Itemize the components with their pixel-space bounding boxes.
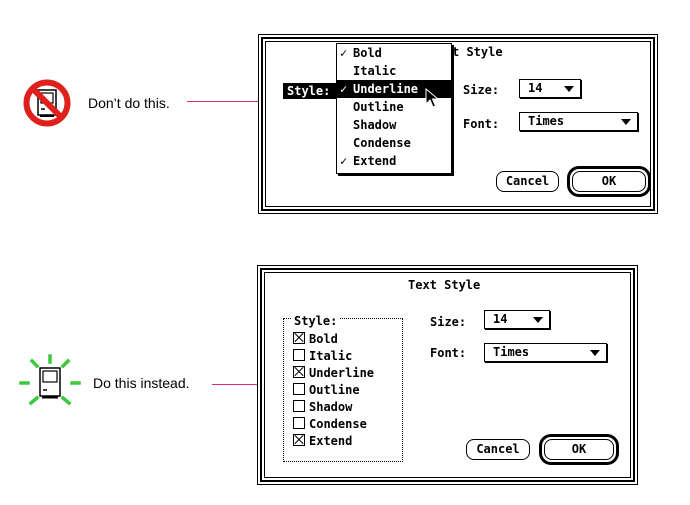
style-group-box bbox=[283, 318, 403, 462]
good-caption: Do this instead. bbox=[93, 375, 190, 391]
menu-item-label: Outline bbox=[353, 100, 404, 114]
menu-item-condense[interactable]: Condense bbox=[337, 134, 451, 152]
size-value: 14 bbox=[493, 312, 508, 326]
checkbox-label: Italic bbox=[309, 349, 353, 363]
caption-leader-line bbox=[187, 101, 282, 102]
size-popup[interactable]: 14 bbox=[484, 310, 550, 329]
ok-default-ring bbox=[539, 434, 619, 465]
font-popup[interactable]: Times bbox=[519, 112, 638, 131]
checked-box-icon[interactable] bbox=[293, 366, 305, 378]
menu-item-label: Underline bbox=[353, 82, 419, 96]
checkmark-icon: ✓ bbox=[340, 46, 348, 60]
menu-item-label: Extend bbox=[353, 154, 397, 168]
unchecked-box-icon[interactable] bbox=[293, 383, 305, 395]
font-value: Times bbox=[528, 114, 565, 128]
menu-item-label: Condense bbox=[353, 136, 411, 150]
style-group-label: Style: bbox=[292, 314, 340, 329]
chevron-down-icon bbox=[621, 119, 631, 125]
bad-caption: Don’t do this. bbox=[88, 95, 170, 111]
checkbox-underline[interactable]: Underline bbox=[293, 365, 374, 382]
font-popup[interactable]: Times bbox=[484, 343, 607, 362]
checkbox-label: Extend bbox=[309, 434, 353, 448]
checkmark-icon: ✓ bbox=[340, 154, 348, 168]
menu-item-label: Bold bbox=[353, 46, 382, 60]
font-label: Font: bbox=[430, 346, 467, 360]
checkbox-label: Condense bbox=[309, 417, 367, 431]
menu-item-extend[interactable]: ✓ Extend bbox=[337, 152, 451, 170]
font-value: Times bbox=[493, 345, 530, 359]
checkbox-extend[interactable]: Extend bbox=[293, 433, 352, 450]
chevron-down-icon bbox=[564, 86, 574, 92]
menu-item-label: Italic bbox=[353, 64, 397, 78]
font-label: Font: bbox=[463, 117, 500, 131]
dialog-title: t Style bbox=[452, 45, 503, 59]
caption-leader-line bbox=[212, 384, 264, 385]
size-label: Size: bbox=[463, 83, 500, 97]
ok-default-ring bbox=[567, 166, 651, 197]
checkbox-condense[interactable]: Condense bbox=[293, 416, 367, 433]
size-label: Size: bbox=[430, 315, 467, 329]
chevron-down-icon bbox=[533, 317, 543, 323]
size-value: 14 bbox=[528, 81, 543, 95]
menu-item-italic[interactable]: Italic bbox=[337, 62, 451, 80]
unchecked-box-icon[interactable] bbox=[293, 349, 305, 361]
checkmark-icon: ✓ bbox=[340, 82, 348, 96]
checkbox-label: Underline bbox=[309, 366, 375, 380]
menu-item-shadow[interactable]: Shadow bbox=[337, 116, 451, 134]
checkbox-label: Shadow bbox=[309, 400, 353, 414]
menu-item-underline[interactable]: ✓ Underline bbox=[337, 80, 451, 98]
chevron-down-icon bbox=[590, 350, 600, 356]
checkbox-label: Outline bbox=[309, 383, 360, 397]
checkbox-label: Bold bbox=[309, 332, 338, 346]
checked-box-icon[interactable] bbox=[293, 332, 305, 344]
style-label: Style: bbox=[283, 83, 349, 99]
arrow-cursor-icon bbox=[425, 88, 440, 108]
checkbox-shadow[interactable]: Shadow bbox=[293, 399, 352, 416]
menu-item-label: Shadow bbox=[353, 118, 397, 132]
checkbox-italic[interactable]: Italic bbox=[293, 348, 352, 365]
ok-button[interactable]: OK bbox=[544, 439, 614, 460]
cancel-button[interactable]: Cancel bbox=[466, 439, 530, 460]
unchecked-box-icon[interactable] bbox=[293, 400, 305, 412]
size-popup[interactable]: 14 bbox=[519, 79, 581, 98]
ok-button[interactable]: OK bbox=[572, 171, 646, 192]
menu-item-outline[interactable]: Outline bbox=[337, 98, 451, 116]
checkbox-bold[interactable]: Bold bbox=[293, 331, 338, 348]
unchecked-box-icon[interactable] bbox=[293, 417, 305, 429]
cancel-button[interactable]: Cancel bbox=[496, 171, 559, 192]
dialog-title: Text Style bbox=[408, 278, 481, 292]
no-mac-icon bbox=[23, 79, 71, 127]
checkbox-outline[interactable]: Outline bbox=[293, 382, 360, 399]
checked-box-icon[interactable] bbox=[293, 434, 305, 446]
mac-sparkle-icon bbox=[19, 354, 81, 406]
menu-item-bold[interactable]: ✓ Bold bbox=[337, 44, 451, 62]
